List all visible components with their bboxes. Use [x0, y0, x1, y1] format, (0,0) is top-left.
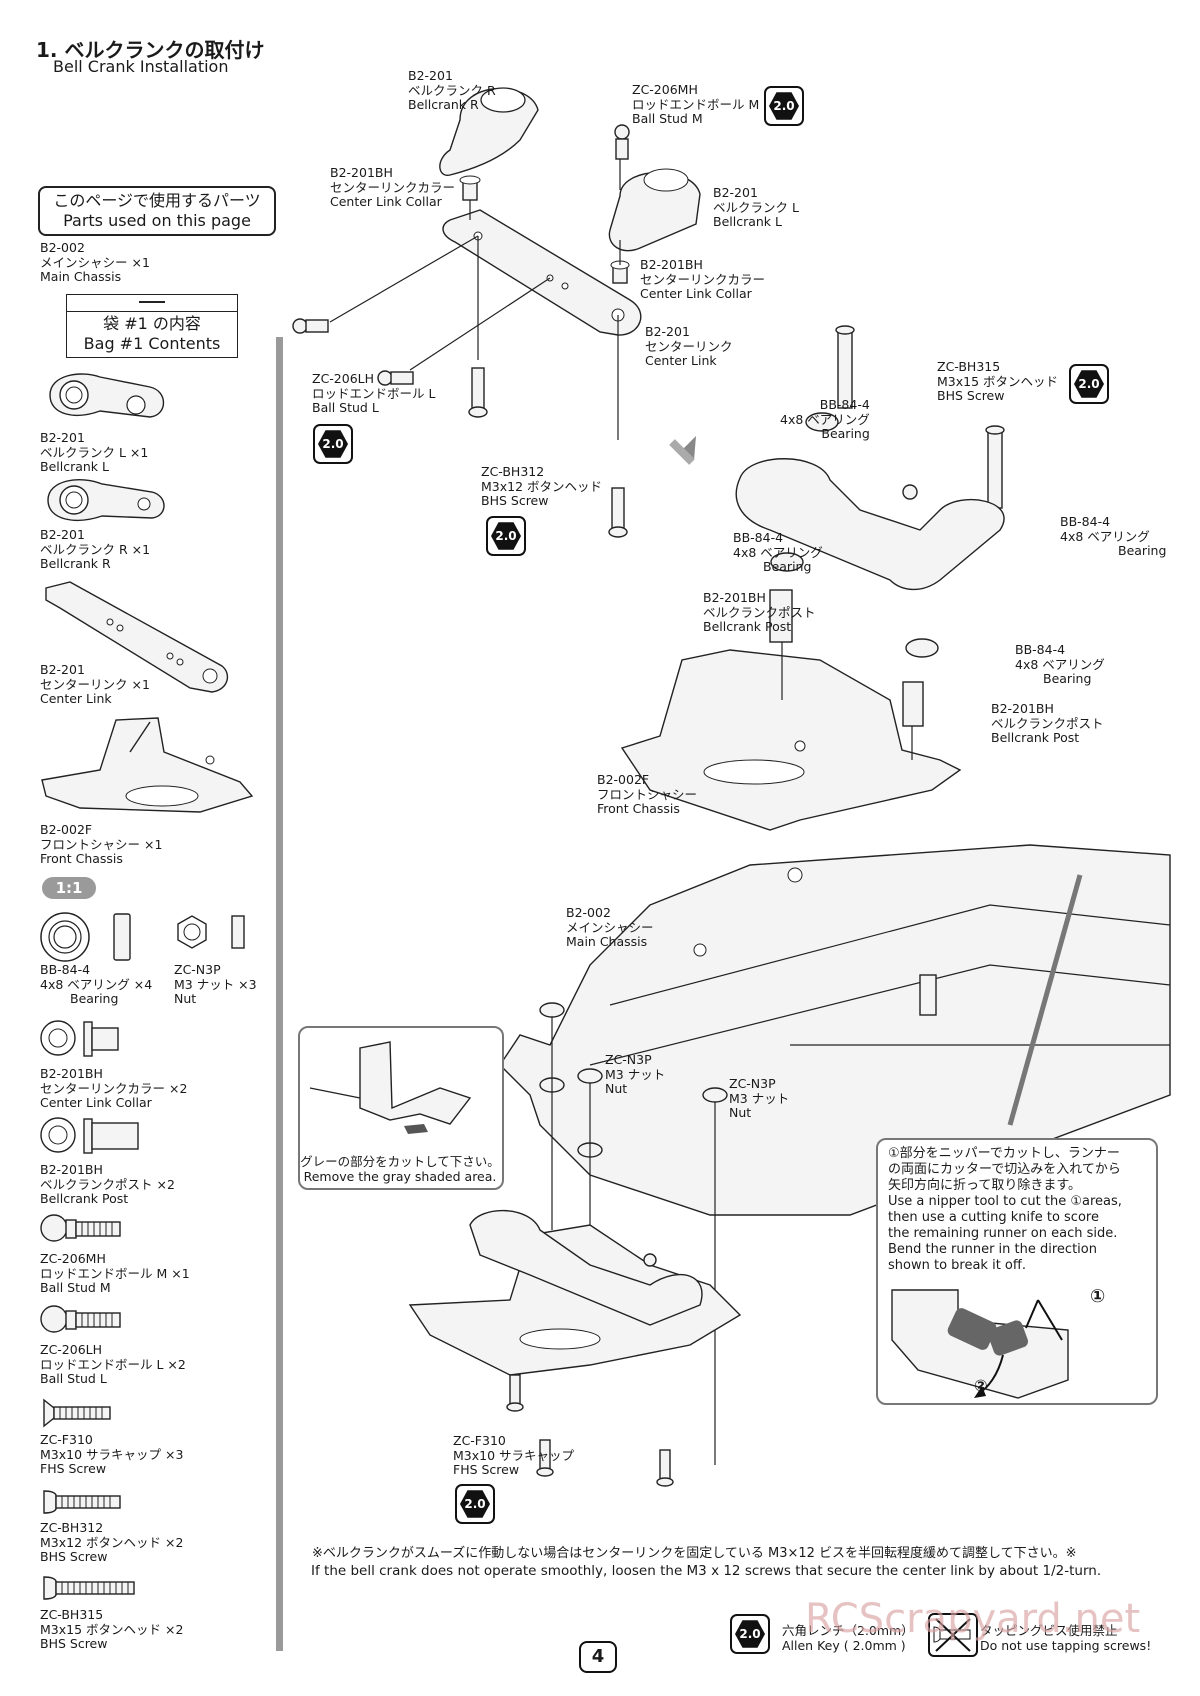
parts-used-jp: このページで使用するパーツ: [53, 191, 261, 210]
callout-center-link: B2-201 センターリンク Center Link: [645, 324, 733, 368]
parts-used-en: Parts used on this page: [63, 211, 251, 230]
callout-ball-stud-m: ZC-206MH ロッドエンドボール M Ball Stud M: [632, 82, 760, 126]
collar-drawing: [40, 1020, 119, 1057]
fhs-screw-drawing: [43, 1398, 111, 1428]
post-drawing: [40, 1117, 139, 1154]
sidebar-part-ball-stud-l: ZC-206LH ロッドエンドボール L ×2 Ball Stud L: [40, 1342, 186, 1386]
bellcrank-r-drawing: [47, 479, 165, 521]
sidebar-part-bellcrank-l: B2-201 ベルクランク L ×1 Bellcrank L: [40, 430, 149, 474]
callout-bearing-2: BB-84-4 4x8 ベアリング Bearing: [1060, 514, 1167, 558]
sidebar-part-collar: B2-201BH センターリンクカラー ×2 Center Link Colla…: [40, 1066, 188, 1110]
front-chassis-drawing: [41, 717, 254, 813]
allen-key-legend: 六角レンチ（2.0mm） Allen Key ( 2.0mm ): [782, 1623, 914, 1653]
callout-bearing-3: BB-84-4 4x8 ベアリング Bearing: [733, 530, 823, 574]
allen-key-icon: 2.0: [486, 516, 526, 556]
gray-area-drawing: [309, 1041, 472, 1134]
runner-callout: ①部分をニッパーでカットし、ランナー の両面にカッターで切込みを入れてから 矢印…: [876, 1138, 1158, 1405]
page-title: 1. ベルクランクの取付け: [36, 38, 265, 62]
marker-1: ①: [1090, 1286, 1106, 1307]
callout-post-1: B2-201BH ベルクランクポスト Bellcrank Post: [703, 590, 816, 634]
scale-badge: 1:1: [42, 877, 96, 899]
allen-key-icon: 2.0: [313, 424, 353, 464]
exploded-bellcrank-diagram: [292, 87, 1005, 831]
callout-bearing-4: BB-84-4 4x8 ベアリング Bearing: [1015, 642, 1105, 686]
callout-fhs310: ZC-F310 M3x10 サラキャップ FHS Screw: [453, 1433, 575, 1477]
page-subtitle: Bell Crank Installation: [53, 57, 229, 76]
runner-drawing: [891, 1289, 1069, 1399]
callout-collar-2: B2-201BH センターリンクカラー Center Link Collar: [640, 257, 766, 301]
callout-nut-1: ZC-N3P M3 ナット Nut: [605, 1052, 666, 1096]
sidebar-part-front-chassis: B2-002F フロントシャシー ×1 Front Chassis: [40, 822, 163, 866]
bag-contents-box: 袋 #1 の内容 Bag #1 Contents: [66, 294, 238, 358]
allen-key-legend-icon: 2.0: [730, 1614, 770, 1654]
watermark: RCScrapyard.net: [805, 1596, 1141, 1642]
allen-key-icon: 2.0: [764, 86, 804, 126]
callout-ball-stud-l: ZC-206LH ロッドエンドボール L Ball Stud L: [312, 371, 436, 415]
callout-front-chassis: B2-002F フロントシャシー Front Chassis: [597, 772, 698, 816]
bhs315-drawing: [43, 1576, 135, 1600]
callout-bellcrank-l: B2-201 ベルクランク L Bellcrank L: [713, 185, 799, 229]
sidebar-part-fhs: ZC-F310 M3x10 サラキャップ ×3 FHS Screw: [40, 1432, 184, 1476]
page-number: 4: [579, 1641, 617, 1673]
sidebar-part-ball-stud-m: ZC-206MH ロッドエンドボール M ×1 Ball Stud M: [40, 1251, 190, 1295]
sidebar-part-bhs315: ZC-BH315 M3x15 ボタンヘッド ×2 BHS Screw: [40, 1607, 184, 1651]
bearing-nut-drawing: [40, 912, 245, 962]
callout-post-2: B2-201BH ベルクランクポスト Bellcrank Post: [991, 701, 1104, 745]
callout-bhs315: ZC-BH315 M3x15 ボタンヘッド BHS Screw: [937, 359, 1059, 403]
footnote-jp: ※ベルクランクがスムーズに作動しない場合はセンターリンクを固定している M3×1…: [312, 1546, 1077, 1561]
callout-main-chassis: B2-002 メインシャシー Main Chassis: [566, 905, 654, 949]
main-chassis-label: B2-002 メインシャシー ×1 Main Chassis: [40, 240, 150, 284]
marker-2: ②: [974, 1376, 988, 1395]
allen-key-icon: 2.0: [1069, 364, 1109, 404]
sidebar-part-bearing: BB-84-4 4x8 ベアリング ×4 Bearing: [40, 962, 153, 1006]
sidebar-part-bellcrank-r: B2-201 ベルクランク R ×1 Bellcrank R: [40, 527, 151, 571]
callout-bearing-1: BB-84-4 4x8 ベアリング Bearing: [780, 397, 870, 441]
center-link-drawing: [45, 581, 229, 693]
callout-collar-1: B2-201BH センターリンクカラー Center Link Collar: [330, 165, 456, 209]
bellcrank-l-drawing: [49, 373, 165, 418]
ball-stud-m-drawing: [40, 1214, 121, 1242]
callout-nut-2: ZC-N3P M3 ナット Nut: [729, 1076, 790, 1120]
sidebar-part-post: B2-201BH ベルクランクポスト ×2 Bellcrank Post: [40, 1162, 175, 1206]
sidebar-part-bhs312: ZC-BH312 M3x12 ボタンヘッド ×2 BHS Screw: [40, 1520, 184, 1564]
crossed-screw-icon: [933, 1618, 971, 1652]
sidebar-part-nut: ZC-N3P M3 ナット ×3 Nut: [174, 962, 257, 1006]
sidebar-part-center-link: B2-201 センターリンク ×1 Center Link: [40, 662, 150, 706]
runner-note: ①部分をニッパーでカットし、ランナー の両面にカッターで切込みを入れてから 矢印…: [888, 1146, 1122, 1273]
callout-bellcrank-r: B2-201 ベルクランク R Bellcrank R: [408, 68, 496, 112]
bag-jp: 袋 #1 の内容: [103, 314, 201, 333]
bhs312-drawing: [43, 1490, 121, 1514]
allen-key-icon: 2.0: [455, 1484, 495, 1524]
gray-area-note: グレーの部分をカットして下さい。 Remove the gray shaded …: [300, 1154, 500, 1184]
footnote-en: If the bell crank does not operate smoot…: [311, 1563, 1102, 1579]
sidebar-divider: [276, 337, 283, 1651]
chassis-assembly-diagram: [408, 844, 1171, 1487]
no-tapping-screw-icon: [928, 1613, 978, 1657]
gray-area-callout: グレーの部分をカットして下さい。 Remove the gray shaded …: [298, 1026, 504, 1190]
parts-used-box: このページで使用するパーツ Parts used on this page: [38, 186, 276, 236]
callout-bhs312: ZC-BH312 M3x12 ボタンヘッド BHS Screw: [481, 464, 603, 508]
ball-stud-l-drawing: [40, 1305, 121, 1333]
tapping-legend: タッピングビス使用禁止 Do not use tapping screws!: [980, 1623, 1152, 1653]
bag-en: Bag #1 Contents: [83, 334, 221, 353]
